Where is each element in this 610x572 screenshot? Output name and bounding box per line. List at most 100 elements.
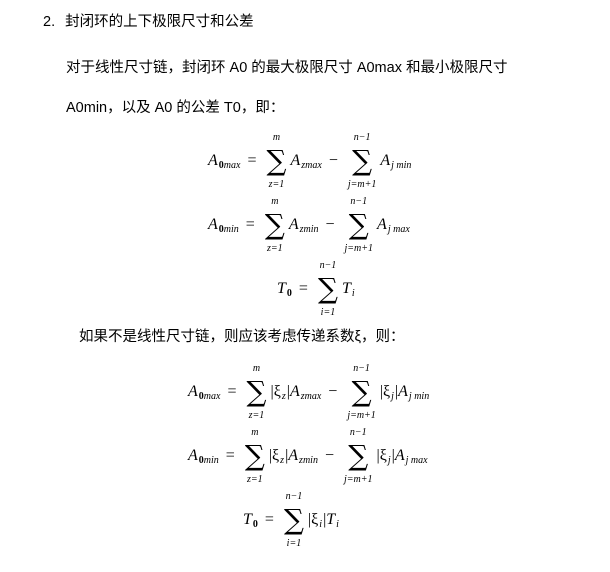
math-token: zmin — [299, 224, 319, 235]
math-token: T — [243, 511, 252, 528]
math-token: i — [351, 288, 355, 299]
math-token: n−1 — [353, 363, 370, 374]
sum-symbol: m∑z=1 — [245, 426, 265, 486]
math-token: zmax — [300, 391, 322, 402]
math-token: j — [391, 391, 394, 402]
math-token: |ξ — [307, 511, 319, 528]
math-token: T — [326, 511, 336, 528]
math-token: j max — [387, 224, 410, 235]
math-token: n−1 — [353, 132, 371, 143]
math-token: zmax — [301, 160, 322, 171]
math-token: j — [387, 455, 391, 466]
math-token: ∑ — [348, 439, 369, 472]
math-token: 0 — [218, 224, 224, 235]
math-token: z — [281, 391, 286, 402]
math-token: 0 — [218, 160, 224, 171]
math-token: = — [264, 511, 274, 528]
math-token: = — [247, 152, 257, 169]
math-token: zmin — [299, 455, 318, 466]
math-token: j=m+1 — [344, 243, 374, 254]
math-token: T — [277, 280, 286, 297]
sum-symbol: m∑ z=1 — [246, 362, 266, 422]
sum-symbol: m∑ z=1 — [265, 195, 285, 255]
math-token: n−1 — [319, 260, 337, 271]
math-token: | — [323, 511, 327, 528]
paragraph1-line1: 对于线性尺寸链，封闭环 A0 的最大极限尺寸 A0max 和最小极限尺寸 — [66, 60, 508, 76]
math-token: A — [380, 152, 391, 169]
paragraph2: 如果不是线性尺寸链，则应该考虑传递系数ξ，则： — [79, 329, 405, 345]
math-token: i=1 — [286, 538, 302, 549]
heading-title: 封闭环的上下极限尺寸和公差 — [65, 14, 254, 30]
math-token: z=1 — [248, 410, 265, 421]
math-token: ∑ — [317, 272, 338, 305]
math-token: A — [188, 447, 198, 464]
math-token: ∑ — [351, 375, 372, 408]
math-token: 0 — [198, 455, 204, 466]
math-token: | — [391, 447, 395, 464]
math-token: ∑ — [264, 208, 285, 241]
math-token: | — [286, 383, 290, 400]
math-token: A — [394, 447, 405, 464]
math-token: min — [223, 224, 239, 235]
math-token: max — [223, 160, 241, 171]
math-token: max — [203, 391, 221, 402]
math-token: = — [298, 280, 308, 297]
heading-number: 2. — [43, 14, 56, 30]
math-token: − — [328, 152, 338, 169]
sum-symbol: n−1∑j=m+1 — [344, 426, 373, 486]
math-token: A — [208, 152, 218, 169]
math-token: j=m+1 — [347, 179, 377, 190]
math-token: z=1 — [268, 179, 285, 190]
math-token: |ξ — [379, 383, 391, 400]
math-token: n−1 — [350, 196, 368, 207]
math-token: A — [290, 152, 301, 169]
math-token: z=1 — [246, 474, 263, 485]
math-token: j max — [405, 455, 428, 466]
math-token: ∑ — [266, 144, 287, 177]
math-token: 0 — [286, 288, 292, 299]
math-token: | — [394, 383, 399, 400]
math-token: 0 — [198, 391, 204, 402]
math-token: 0 — [252, 519, 258, 530]
math-token: ∑ — [283, 503, 304, 536]
math-token: A — [288, 216, 299, 233]
math-token: i=1 — [320, 307, 336, 318]
math-token: − — [328, 383, 338, 400]
math-token: min — [203, 455, 219, 466]
math-token: |ξ — [268, 447, 280, 464]
math-token: − — [325, 216, 335, 233]
math-token: n−1 — [285, 491, 303, 502]
math-token: ∑ — [352, 144, 373, 177]
math-token: m — [251, 427, 259, 438]
math-token: z — [280, 455, 285, 466]
sum-symbol: n−1∑ j=m+1 — [348, 131, 377, 191]
sum-symbol: n−1∑j=m+1 — [345, 195, 374, 255]
math-token: j=m+1 — [347, 410, 376, 421]
math-token: T — [341, 280, 351, 297]
math-token: m — [272, 132, 281, 143]
math-token: i — [319, 519, 323, 530]
math-token: A — [288, 447, 299, 464]
math-token: m — [271, 196, 279, 207]
sum-symbol: n−1∑ j=m+1 — [347, 362, 376, 422]
math-token: A — [398, 383, 408, 400]
math-token: |ξ — [376, 447, 387, 464]
math-token: A — [289, 383, 300, 400]
math-token: − — [324, 447, 334, 464]
math-token: = — [227, 383, 237, 400]
math-token: = — [225, 447, 235, 464]
math-token: z=1 — [266, 243, 283, 254]
math-token: ∑ — [246, 375, 267, 408]
math-token: m — [252, 363, 261, 374]
sum-symbol: n−1∑ i=1 — [318, 259, 338, 319]
paragraph1-line2: A0min，以及 A0 的公差 T0，即： — [66, 100, 285, 116]
math-token: A — [188, 383, 198, 400]
math-token: |ξ — [270, 383, 281, 400]
math-token: n−1 — [349, 427, 367, 438]
section-heading: 2. 封闭环的上下极限尺寸和公差 — [43, 13, 254, 31]
